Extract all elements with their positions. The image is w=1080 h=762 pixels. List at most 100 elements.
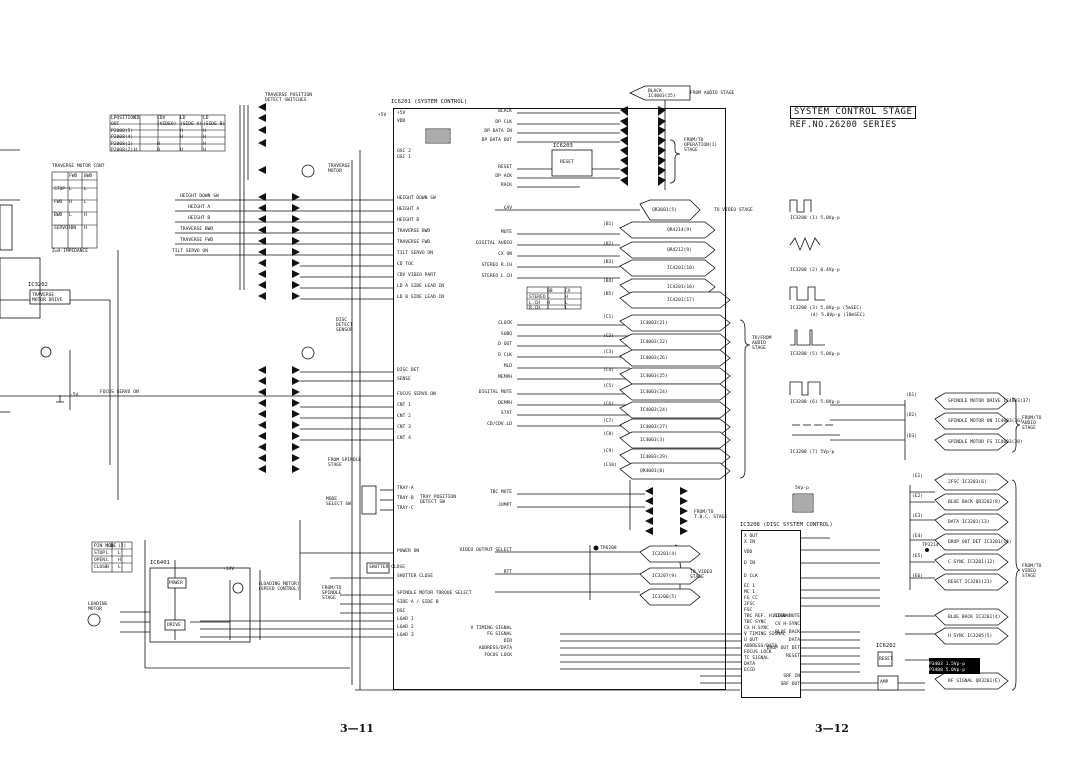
stereo-table-cell: L.CH xyxy=(529,300,541,306)
left-connector-label: FOCUS SERVO ON xyxy=(100,390,139,395)
ic6201-right-pin: DP DATA OUT xyxy=(481,138,512,143)
ic6201-right-pin: ADDRESS/DATA xyxy=(478,646,512,651)
video-output-label: QR3601(5) xyxy=(652,208,677,213)
audio-mid-output-label: QR4001(8) xyxy=(640,469,665,474)
waveform-label: (4) 5.0Vp-p (10mSEC) xyxy=(810,313,866,318)
audio-mid-output-tag: (C1) xyxy=(603,315,615,320)
video-stage-output-label: 2FSC IC3203(6) xyxy=(948,480,987,485)
audio-top-output-label: QR4212(9) xyxy=(667,248,692,253)
ic3208-pin: FSC xyxy=(744,608,753,613)
position-table-header: CDV xyxy=(157,116,166,121)
video-stage-output-tag: (E5) xyxy=(912,554,924,559)
motor-table-cell: L xyxy=(84,200,87,205)
ic6201-left-pin: FOCUS SERVO ON xyxy=(397,392,436,397)
ic6201-left-pin: SPINDLE MOTOR TORQUE SELECT xyxy=(397,591,472,596)
black-ic-label: BLACK IC4003(25) xyxy=(648,89,676,99)
audio-mid-output-tag: (C3) xyxy=(603,350,615,355)
ic6201-right-pin: BLACK xyxy=(498,109,512,114)
tp6208-label: TP6208 xyxy=(600,546,617,551)
reference-number: REF.NO.26200 SERIES xyxy=(790,120,897,130)
spindle-output-tag: (D2) xyxy=(906,413,918,418)
position-table-cell: H xyxy=(203,141,206,147)
ic6201-right-pin: MLD xyxy=(503,364,512,369)
ic6201-left-pin: TRAVERSE FWD xyxy=(397,240,431,245)
disc-detect-label: DISC DETECT SENSOR xyxy=(336,318,353,333)
audio-mid-output-label: IC4003(27) xyxy=(640,425,668,430)
waveform-label: IC3208 (5) 5.0Vp-p xyxy=(790,352,840,357)
ic6201-left-pin: SHUTTER CLOSE xyxy=(397,574,433,579)
ic3208-right-pin: CV H-SYNC xyxy=(775,622,800,627)
audio-mid-output-tag: (C7) xyxy=(603,419,615,424)
ic3208-pin: MC 1 xyxy=(744,590,756,595)
ic3202-label: IC3202 xyxy=(28,282,48,288)
video-stage-output-label: H SYNC IC3205(5) xyxy=(948,634,993,639)
tray-position-label: TRAY POSITION DETECT SW xyxy=(420,495,456,505)
ic6201-left-pin: CNT 1 xyxy=(397,403,411,408)
ic6201-right-pin: CAV xyxy=(503,206,512,211)
audio-mid-output-label: IC4003(25) xyxy=(640,374,668,379)
ic6201-right-pin: DEMPH xyxy=(498,401,512,406)
from-to-operation-label: FROM/TO OPERATION(1) STAGE xyxy=(684,138,718,153)
ic6401-drive-label: DRIVE xyxy=(167,623,181,628)
spindle-output-label: SPINDLE MOTOR DRIVE IC4003(37) xyxy=(948,399,1031,404)
traverse-motor-drive-label: TRAVERSE MOTOR DRIVE xyxy=(32,293,63,303)
traverse-switches-label: TRAVERSE POSITION DETECT SWITCHES xyxy=(265,93,313,103)
left-connector-label: HEIGHT A xyxy=(188,205,211,210)
from-to-tbc-label: FROM/TO T.B.C. STAGE xyxy=(694,510,728,520)
audio-mid-output-label: IC4003(21) xyxy=(640,321,668,326)
position-table-cell: P2008(5) xyxy=(111,128,134,134)
ic6201-left-pin: LD B SIDE LEAD IN xyxy=(397,295,445,300)
audio-mid-output-tag: (C9) xyxy=(603,449,615,454)
motor-table-cell: H xyxy=(84,213,87,218)
stereo-table-cell: H xyxy=(565,294,568,300)
motor-table-cell: H xyxy=(84,226,87,231)
position-table-subheader: OUT xyxy=(111,122,120,128)
ic6201-left-pin: LOAD 2 xyxy=(397,625,414,630)
video-stage-output-tag: (E3) xyxy=(912,514,924,519)
pinmode-table-cell: L xyxy=(106,551,109,556)
video-output-label: IC3207(9) xyxy=(652,574,677,579)
ic6203-label: IC6203 xyxy=(553,143,573,149)
motor-table-cell: SERVO ON xyxy=(54,226,77,231)
motor-table-cell: L xyxy=(69,187,72,192)
ic6201-left-pin: TRAVERSE BWD xyxy=(397,229,431,234)
position-table-cell: H xyxy=(180,148,183,153)
video-stage-output-label: BLUE BACK QR3202(8) xyxy=(948,500,1001,505)
audio-mid-output-tag: (C8) xyxy=(603,432,615,437)
ic6201-right-pin: STEREO R.CH xyxy=(481,263,512,268)
audio-top-output-label: QR4214(9) xyxy=(667,228,692,233)
pinmode-table-header: PIN MODE xyxy=(94,544,117,549)
ic6201-right-pin: D OUT xyxy=(498,342,512,347)
ic6201-left-pin: DSC xyxy=(397,609,406,614)
ic3208-right-pin: DROP OUT DET xyxy=(766,646,800,651)
ic3208-right-pin: SRF IN xyxy=(783,674,800,679)
ic3208-pin: TC SIGNAL xyxy=(744,656,769,661)
position-table-subheader: (VIDEO) xyxy=(157,122,177,128)
black-marker-block xyxy=(929,658,980,674)
position-table-cell: H xyxy=(180,135,183,141)
audio-mid-output-label: IC4003(22) xyxy=(640,340,668,345)
loading-motor-speed-label: (LOADING MOTOR) (SPEED CONTROL) xyxy=(258,582,300,592)
ic6202-reset-label: RESET xyxy=(879,657,893,662)
ic6203-reset-label: RESET xyxy=(560,160,574,165)
position-table-cell: P2008(1) xyxy=(111,141,134,147)
position-table-header: CD xyxy=(134,116,140,121)
audio-top-output-tag: (B3) xyxy=(603,260,615,265)
ic6201-left-pin: TILT SERVO ON xyxy=(397,251,433,256)
ic6201-right-pin: DIR xyxy=(503,639,512,644)
waveform-label: IC3208 (3) 5.0Vp-p (5mSEC) xyxy=(790,306,862,311)
position-table-cell: H xyxy=(157,148,160,153)
impedance-note: Z=H-IMPEDANCE xyxy=(52,249,88,254)
ic3208-pin: FOCUS LOCK xyxy=(744,650,772,655)
video-stage-output-label: BLUE BACK IC3201(4) xyxy=(948,615,1001,620)
video-stage-output-label: RF SIGNAL QR3201(E) xyxy=(948,679,1001,684)
ic6201-left-pin: CNT 2 xyxy=(397,414,411,419)
motor-table-cell: L xyxy=(84,187,87,192)
ic3208-pin: CX H.SYNC xyxy=(744,626,769,631)
position-table-header: LPOSITION xyxy=(111,116,136,121)
position-table-header: LD xyxy=(203,116,209,121)
from-to-spindle-label: FROM/TO SPINDLE STAGE xyxy=(322,586,342,601)
video-stage-output-label: C SYNC IC3201(12) xyxy=(948,560,996,565)
ic6201-left-pin: +5V xyxy=(397,111,406,116)
plus5v-label: +5V xyxy=(378,113,387,118)
